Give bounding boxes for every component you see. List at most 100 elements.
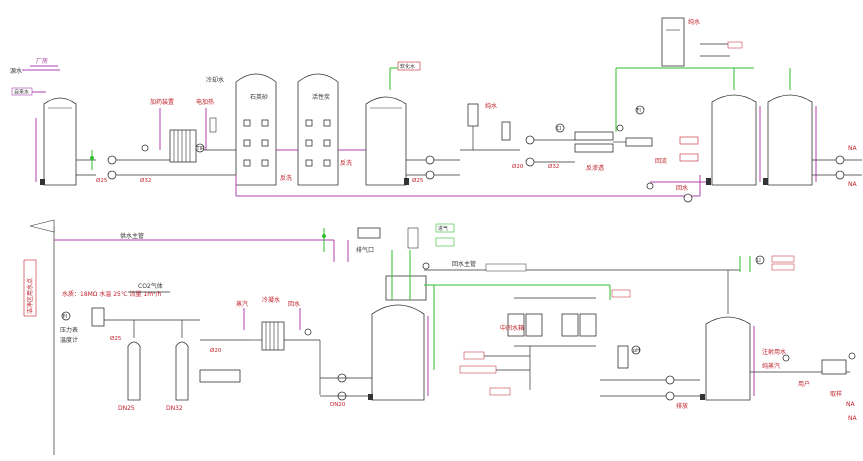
lower-right-a: 注射用水 (762, 348, 786, 356)
tag-li: LI (757, 258, 761, 264)
main-lower-tank (371, 304, 425, 401)
left-gauge-a: 压力表 (60, 326, 78, 334)
backwash-b: 反洗 (340, 159, 352, 167)
mid-water-tag: 中间水箱 (500, 324, 524, 332)
tag-pi: PI (63, 314, 68, 320)
svg-text:Ø20: Ø20 (210, 347, 222, 354)
edi-module (625, 137, 653, 147)
softener-foot (404, 178, 409, 185)
cold-water-label: 冷却水 (206, 76, 224, 84)
tank-top-frame (385, 275, 427, 301)
gas-cylinder-b (175, 341, 189, 401)
cyl-tag-a: DN25 (118, 405, 135, 412)
pump-m[interactable] (665, 391, 675, 401)
steam-c: 回水 (288, 300, 300, 308)
pump-c[interactable] (425, 155, 435, 165)
lr-tag-a (771, 255, 795, 263)
heater-label: 电加热 (196, 98, 214, 106)
tag-fi: FI (637, 108, 641, 114)
lower-right-tank (705, 316, 751, 401)
drain-label: 排放 (676, 402, 688, 410)
loop-tag (485, 263, 527, 272)
tank-foot-b (763, 178, 768, 185)
vent-box (357, 227, 381, 239)
module-tag (611, 289, 631, 298)
tag-tir: TIR (196, 146, 206, 152)
water-source-label: 源水 (10, 67, 22, 75)
side-note-box (23, 259, 37, 317)
raw-tank-foot (40, 179, 45, 185)
right-tag-b: NA (848, 181, 857, 188)
right-tag-c: NA (846, 401, 855, 408)
loop-label: 回水主管 (452, 260, 476, 268)
sand-filter-label: 石英砂 (250, 93, 268, 101)
top-line-label: 供水主管 (120, 232, 144, 240)
cartridge-b (501, 121, 511, 141)
ro-membrane-a (574, 131, 614, 141)
lower-tank-foot (368, 394, 373, 400)
lower-right-b: 纯蒸汽 (762, 362, 780, 370)
pump-f[interactable] (525, 157, 535, 167)
loop-tag-a (463, 351, 485, 360)
ro-note: 反渗透 (586, 164, 604, 172)
backwash-a: 反洗 (280, 174, 292, 182)
heat-exchanger (169, 129, 197, 163)
pump-h[interactable] (835, 170, 845, 180)
steam-a: 蒸汽 (236, 300, 248, 308)
pump-g[interactable] (835, 155, 845, 165)
tank-top-pipe (407, 227, 419, 249)
svg-text:Ø20: Ø20 (512, 163, 524, 170)
pure-tank-b (767, 94, 813, 186)
storage-column (661, 17, 685, 67)
svg-text:Ø25: Ø25 (412, 177, 424, 184)
carbon-filter-label: 活性炭 (312, 93, 330, 101)
sample-label: 取样 (830, 390, 842, 398)
heater-box (199, 369, 241, 383)
tag-ci: CI (557, 126, 562, 132)
ro-membrane-b (574, 143, 614, 153)
softener-tag: 软化水 (400, 63, 415, 70)
ro-tag-box (679, 136, 699, 145)
lr-exchanger (821, 359, 847, 375)
pure-water-b: 纯水 (688, 18, 700, 26)
tag-ph: pH (633, 348, 640, 354)
svg-text:Ø25: Ø25 (110, 335, 122, 342)
svg-text:DN20: DN20 (330, 402, 346, 408)
pump-b[interactable] (107, 170, 117, 180)
left-gauge-b: 温度计 (60, 336, 78, 344)
gauge-f (782, 354, 790, 362)
return-water: 回水 (676, 184, 688, 192)
gauge-e (422, 262, 430, 270)
top-tag (727, 41, 743, 49)
green-node-a (90, 156, 94, 160)
recycle-label: 回流 (655, 157, 667, 165)
pump-a[interactable] (107, 155, 117, 165)
pump-e[interactable] (525, 135, 535, 145)
pump-d[interactable] (425, 170, 435, 180)
green-node-b (322, 234, 326, 238)
supply-tag: 自来水 (14, 89, 29, 96)
carbon-filter (297, 73, 339, 186)
svg-text:Ø25: Ø25 (96, 177, 108, 184)
pump-i[interactable] (683, 193, 693, 203)
raw-water-tank (43, 97, 77, 186)
pump-l[interactable] (665, 375, 675, 385)
vent-label: 排气口 (356, 246, 374, 254)
right-tag-a: NA (848, 145, 857, 152)
carbon-filter-valves (305, 119, 331, 167)
lower-note: 水质：18MΩ 水温 25℃ 流量 1m³/h (62, 290, 161, 298)
lr-tag-b (771, 263, 795, 271)
cyl-tag-b: DN32 (166, 405, 183, 412)
gas-cylinder-a (127, 341, 141, 401)
loop-tag-b (459, 365, 497, 374)
gas-in-label: 进气 (438, 225, 448, 232)
co2-label: CO2气体 (138, 282, 163, 290)
svg-text:Ø32: Ø32 (140, 177, 151, 184)
to-user-label: 用户 (798, 380, 810, 388)
instrument-tags: PI TIR CI FI LI pH (61, 105, 765, 355)
lower-heat-exchanger (261, 321, 285, 351)
tank-foot-a (706, 178, 711, 185)
gauge-a (141, 144, 149, 152)
pure-water-a: 纯水 (485, 102, 497, 110)
